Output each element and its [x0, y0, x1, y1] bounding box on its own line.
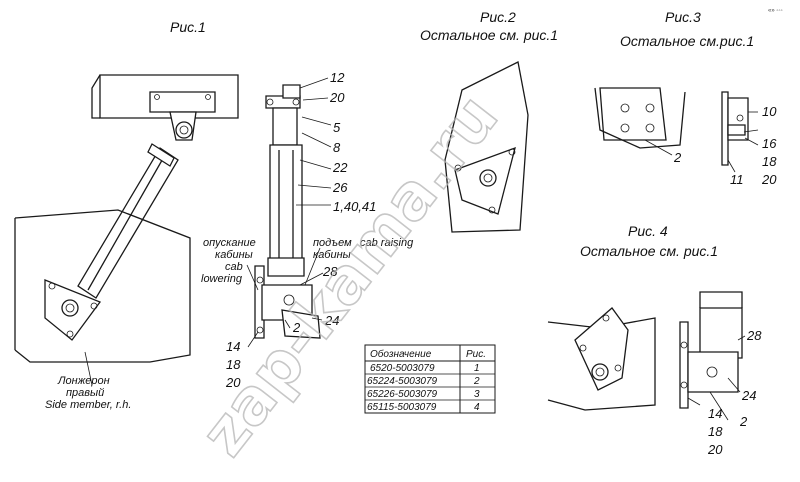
lower-eye	[61, 299, 79, 317]
fig2-flange	[599, 87, 667, 141]
callout-fig1-22: 22	[332, 160, 348, 175]
callout-fig4-2: 2	[739, 414, 748, 429]
fig2-subtitle: Остальное см. рис.1	[420, 27, 558, 43]
lowering-en-line2: lowering	[201, 273, 243, 285]
fig4-subtitle: Остальное см. рис.1	[580, 243, 718, 259]
table-row-2-code: 65224-5003079	[367, 376, 438, 387]
callout-fig3-10: 10	[762, 104, 777, 119]
table-row-4-fig: 4	[474, 402, 480, 413]
table-row-1-fig: 1	[474, 363, 480, 374]
fig4-drawing	[547, 291, 746, 421]
side-member-plate	[14, 209, 191, 363]
callout-fig1-14: 14	[226, 339, 240, 354]
callout-fig4-18: 18	[708, 424, 723, 439]
callout-fig4-24: 24	[741, 388, 756, 403]
table-row-3-code: 65226-5003079	[367, 389, 438, 400]
callout-fig1-20: 20	[329, 90, 345, 105]
fig2-title: Рис.2	[480, 9, 516, 25]
table-row-1-code: 6520-5003079	[370, 363, 435, 374]
fig3-title: Рис.3	[665, 9, 701, 25]
fig4-upper-block	[699, 307, 743, 359]
callout-fig4-14: 14	[708, 406, 722, 421]
callout-fig1-1-40-41: 1,40,41	[333, 199, 376, 214]
callout-fig3-16: 16	[762, 136, 777, 151]
callout-fig3-11: 11	[730, 172, 744, 187]
callout-fig2-2: 2	[673, 150, 682, 165]
callout-fig3-20: 20	[761, 172, 777, 187]
callout-fig1-5: 5	[333, 120, 341, 135]
callout-fig1-12: 12	[330, 70, 345, 85]
raising-ru-line1: подъем	[313, 237, 352, 249]
callout-fig1-8: 8	[333, 140, 341, 155]
table-row-3-fig: 3	[474, 389, 480, 400]
table-header-designation: Обозначение	[370, 348, 432, 360]
fig1-title: Рис.1	[170, 19, 206, 35]
side-member-en: Side member, r.h.	[45, 399, 131, 411]
table-row-4-code: 65115-5003079	[367, 402, 437, 413]
fig4-plate	[679, 321, 689, 409]
fig3-plate	[721, 91, 729, 166]
fig4-title: Рис. 4	[628, 223, 668, 239]
lowering-ru-line2: кабины	[215, 249, 253, 261]
cylinder-body	[77, 147, 179, 299]
lowering-ru-line1: опускание	[203, 237, 256, 249]
callout-fig4-28: 28	[746, 328, 762, 343]
corner-mark: «» ◦◦◦	[768, 8, 783, 14]
upper-eye	[175, 121, 193, 139]
fig3-subtitle: Остальное см.рис.1	[620, 33, 754, 49]
fig1-drawing	[14, 74, 332, 386]
designation-table: Обозначение Рис. 6520-5003079 1 65224-50…	[364, 344, 496, 414]
raising-en: cab raising	[360, 237, 414, 249]
rod-eye-block	[272, 107, 298, 146]
upper-bracket	[149, 91, 216, 113]
lowering-en-line1: cab	[225, 261, 243, 273]
callout-fig1-26: 26	[332, 180, 348, 195]
table-row-2-fig: 2	[473, 376, 480, 387]
callout-fig1-24: 24	[324, 313, 339, 328]
callout-fig1-2: 2	[292, 320, 301, 335]
raising-ru-line2: кабины	[313, 249, 351, 261]
fig3-drawing	[721, 91, 759, 173]
callout-fig4-20: 20	[707, 442, 723, 457]
fig2-drawing	[444, 61, 686, 233]
side-member-ru-line1: Лонжерон	[57, 375, 110, 387]
table-header-fig: Рис.	[466, 349, 486, 360]
callout-fig3-18: 18	[762, 154, 777, 169]
callout-fig1-20b: 20	[225, 375, 241, 390]
fig4-bracket	[574, 307, 629, 391]
side-member-ru-line2: правый	[66, 387, 104, 399]
callout-fig1-28: 28	[322, 264, 338, 279]
callout-fig1-18: 18	[226, 357, 241, 372]
